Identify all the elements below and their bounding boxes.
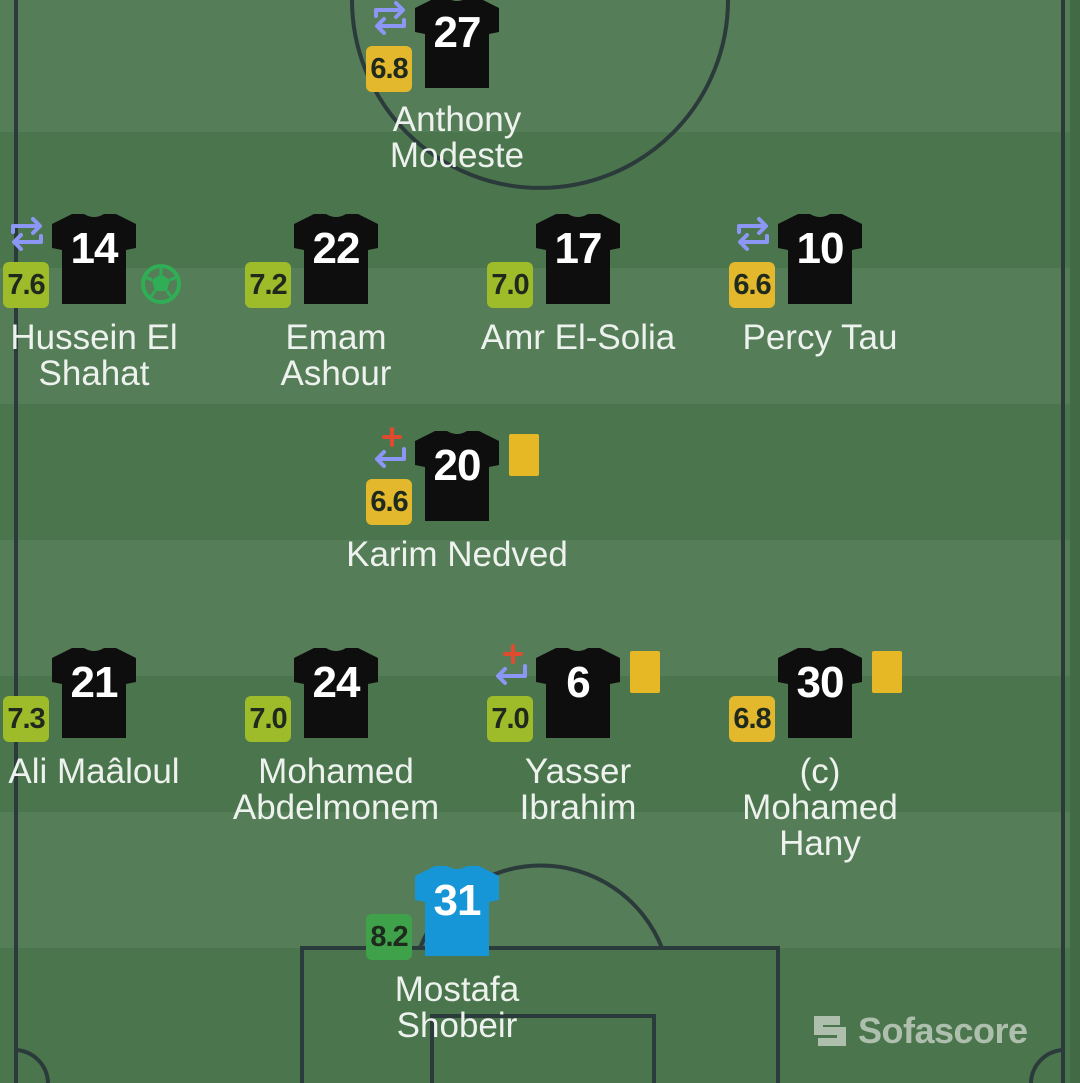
player-name-line: Amr El-Solia [480, 318, 676, 357]
player-name-line: Mohamed [742, 788, 898, 827]
player-name-line: Emam [285, 318, 387, 357]
shirt-number: 30 [796, 658, 845, 707]
pitch-stripe [0, 404, 1080, 540]
rating-badge: 7.0 [245, 696, 291, 742]
rating-badge: 7.3 [3, 696, 49, 742]
pitch-stripe [0, 676, 1080, 812]
shirt-number: 17 [554, 224, 603, 273]
shirt-number: 24 [312, 658, 361, 707]
sofascore-watermark: Sofascore [812, 1010, 1028, 1052]
player-name-line: Anthony Modeste [389, 100, 525, 175]
substitution-icon [7, 214, 47, 259]
player-name-line: Percy Tau [742, 318, 898, 357]
rating-badge: 7.0 [487, 262, 533, 308]
yellow-card-icon [509, 434, 539, 476]
shirt-icon: 14 [52, 212, 136, 306]
sub-in-icon [491, 644, 531, 693]
shirt-icon: 10 [778, 212, 862, 306]
player-name: Anthony Modeste [332, 102, 582, 174]
shirt-icon: 20 [415, 429, 499, 523]
pitch-stripe [0, 0, 1080, 136]
pitch-stripe [0, 812, 1080, 948]
goalkeeper-shirt-icon: 31 [415, 864, 499, 958]
pitch-edge [1070, 0, 1080, 1083]
yellow-card-icon [630, 651, 660, 693]
goal-ball-icon [139, 262, 183, 311]
rating-badge: 6.8 [729, 696, 775, 742]
rating-badge: 7.0 [487, 696, 533, 742]
player-name-line: Shahat [38, 354, 150, 393]
shirt-icon: 22 [294, 212, 378, 306]
shirt-number: 6 [566, 658, 590, 707]
shirt-icon: 27 [415, 0, 499, 90]
player-name-line: Ashour [280, 354, 392, 393]
player-name-line: Mohamed [258, 752, 414, 791]
player-name: Mostafa Shobeir [332, 972, 582, 1044]
shirt-number: 14 [70, 224, 119, 273]
player-name-line: Hany [779, 824, 861, 863]
player-name: Percy Tau [695, 320, 945, 356]
shirt-number: 21 [70, 658, 119, 707]
substitution-icon [370, 0, 410, 43]
player-name-line: Hussein El [10, 318, 178, 357]
shirt-number: 27 [433, 8, 482, 57]
player-name-line: Mostafa Shobeir [394, 970, 520, 1045]
player-name-line: (c) [799, 752, 841, 791]
rating-badge: 6.6 [729, 262, 775, 308]
player-name-line: Ibrahim [519, 788, 637, 827]
player-name: Karim Nedved [332, 537, 582, 573]
rating-badge: 7.2 [245, 262, 291, 308]
rating-badge: 6.6 [366, 479, 412, 525]
rating-badge: 7.6 [3, 262, 49, 308]
player-name-line: Abdelmonem [232, 788, 440, 827]
shirt-number: 10 [796, 224, 845, 273]
shirt-icon: 17 [536, 212, 620, 306]
shirt-icon: 6 [536, 646, 620, 740]
player-name-line: Ali Maâloul [8, 752, 180, 791]
player-name: Ali Maâloul [0, 754, 219, 790]
yellow-card-icon [872, 651, 902, 693]
rating-badge: 8.2 [366, 914, 412, 960]
brand-name: Sofascore [858, 1010, 1028, 1051]
player-name: Amr El-Solia [453, 320, 703, 356]
pitch-stripe [0, 268, 1080, 404]
shirt-icon: 24 [294, 646, 378, 740]
rating-badge: 6.8 [366, 46, 412, 92]
player-name-line: Karim Nedved [346, 535, 568, 574]
player-name-line: Yasser [524, 752, 632, 791]
shirt-number: 22 [312, 224, 361, 273]
shirt-icon: 30 [778, 646, 862, 740]
sub-in-icon [370, 427, 410, 476]
sofascore-logo-icon [814, 1016, 846, 1046]
shirt-number: 31 [433, 876, 482, 925]
substitution-icon [733, 214, 773, 259]
shirt-number: 20 [433, 441, 482, 490]
shirt-icon: 21 [52, 646, 136, 740]
